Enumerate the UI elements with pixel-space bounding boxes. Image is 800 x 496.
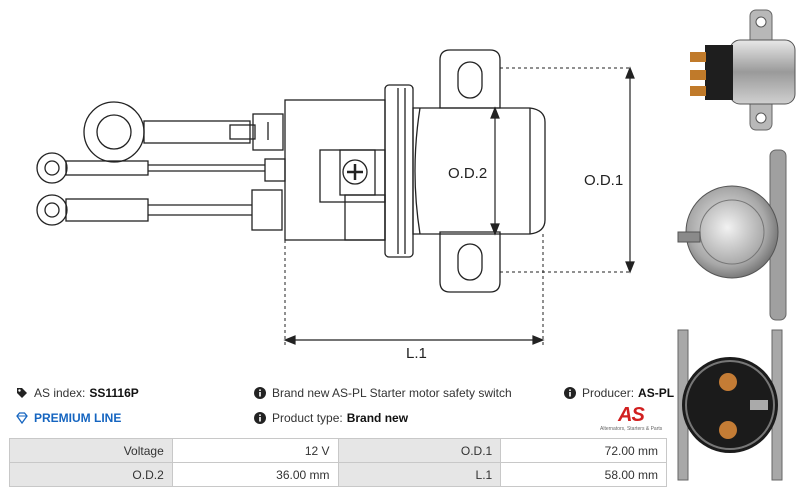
photo-terminal-view xyxy=(677,329,783,481)
photo-side-view xyxy=(690,9,796,131)
producer-value: AS-PL xyxy=(638,386,675,400)
ring-terminal-small-2 xyxy=(36,194,68,226)
spec-table: Voltage 12 V O.D.1 72.00 mm O.D.2 36.00 … xyxy=(9,438,667,487)
as-logo: AS Alternators, Starters & Parts xyxy=(596,404,666,436)
logo-mark: AS xyxy=(618,404,645,426)
description-text: Brand new AS-PL Starter motor safety swi… xyxy=(272,386,512,400)
info-icon xyxy=(254,387,266,399)
logo-tagline: Alternators, Starters & Parts xyxy=(600,426,663,432)
product-type-label: Product type: xyxy=(272,411,343,425)
switch-body xyxy=(284,99,386,241)
spec-value: 58.00 mm xyxy=(500,462,667,487)
as-index-label: AS index: xyxy=(34,386,86,400)
producer: Producer: AS-PL xyxy=(564,386,674,400)
table-row: Voltage 12 V O.D.1 72.00 mm xyxy=(9,438,667,463)
spec-value: 12 V xyxy=(171,438,339,463)
premium-line-badge[interactable]: PREMIUM LINE xyxy=(16,411,121,425)
product-type-value: Brand new xyxy=(346,411,409,425)
diamond-icon xyxy=(16,412,28,424)
tag-icon xyxy=(16,387,28,399)
spec-key: Voltage xyxy=(9,438,173,463)
as-index-value: SS1116P xyxy=(89,386,139,400)
flange xyxy=(384,84,414,258)
spec-key: O.D.1 xyxy=(337,438,502,463)
premium-line-label: PREMIUM LINE xyxy=(34,411,122,425)
od1-label: O.D.1 xyxy=(584,172,623,189)
info-icon xyxy=(564,387,576,399)
description: Brand new AS-PL Starter motor safety swi… xyxy=(254,386,512,400)
solenoid-can xyxy=(412,107,546,235)
table-row: O.D.2 36.00 mm L.1 58.00 mm xyxy=(9,462,667,487)
spec-value: 72.00 mm xyxy=(500,438,667,463)
producer-label: Producer: xyxy=(582,386,635,400)
spec-value: 36.00 mm xyxy=(171,462,339,487)
ring-terminal-small-1 xyxy=(36,152,68,184)
technical-drawing: O.D.1 O.D.2 L.1 xyxy=(36,49,635,362)
product-type: Product type: Brand new xyxy=(254,411,408,425)
l1-label: L.1 xyxy=(406,345,427,362)
product-photos xyxy=(677,9,796,481)
mounting-bracket-top xyxy=(439,49,501,109)
spec-key: L.1 xyxy=(337,462,502,487)
spec-key: O.D.2 xyxy=(9,462,173,487)
photo-end-view xyxy=(677,149,787,321)
od2-label: O.D.2 xyxy=(448,165,487,182)
mounting-bracket-bottom xyxy=(439,231,501,293)
ring-terminal-large xyxy=(83,101,145,163)
info-icon xyxy=(254,412,266,424)
as-index: AS index: SS1116P xyxy=(16,386,139,400)
